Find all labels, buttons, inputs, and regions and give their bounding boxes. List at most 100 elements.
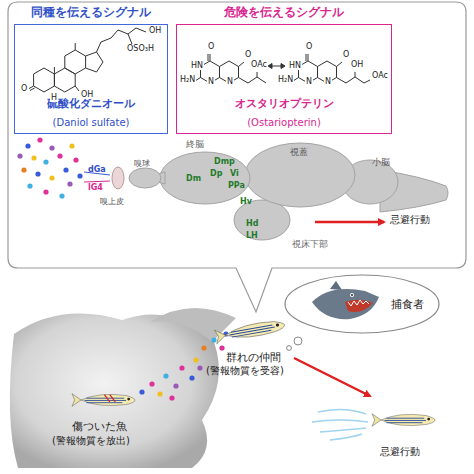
odor-dots <box>219 345 224 350</box>
odor-dots <box>43 189 48 194</box>
steroid-structure <box>54 67 55 74</box>
name-line: (Ostariopterin) <box>177 111 391 130</box>
injured-fish <box>72 394 135 407</box>
atom-label: O <box>207 43 215 51</box>
water-streaks <box>320 428 366 432</box>
shark-icon <box>312 289 379 319</box>
compound-english-name: (Ostariopterin) <box>247 117 321 129</box>
shark-icon <box>330 281 342 290</box>
odor-dots <box>189 375 194 380</box>
brain-region-label: dGa <box>88 166 106 174</box>
steroid-structure <box>29 28 146 92</box>
behavior-label: 忌避行動 <box>380 447 420 458</box>
thought-bubble-dot <box>287 346 292 351</box>
brain-region-label: 終脳 <box>186 140 204 149</box>
odor-dots <box>43 159 48 164</box>
resonance-arrow <box>268 64 272 69</box>
odor-dots <box>169 395 174 400</box>
thought-bubble: 捕食者 <box>284 274 440 334</box>
steroid-structure <box>65 50 86 74</box>
fish-label: (警報物質を放出) <box>52 436 130 447</box>
brain-region-label: 嗅上皮 <box>100 198 124 206</box>
name-line: (Daniol sulfate) <box>15 111 167 130</box>
odor-dots <box>139 389 144 394</box>
steroid-structure <box>86 52 103 72</box>
resonance-arrow <box>271 66 282 67</box>
brain-illustration <box>160 152 250 204</box>
odor-dots <box>163 373 168 378</box>
brain-illustration <box>245 143 355 207</box>
odor-dots <box>37 137 42 142</box>
shark-icon <box>350 293 354 297</box>
fish-label: (警報物質を受容) <box>206 366 284 377</box>
thought-bubble-dot <box>294 337 302 345</box>
pterin-structure <box>257 72 258 77</box>
bubble-outline <box>285 275 439 333</box>
atom-label: H₂N <box>179 76 196 84</box>
atom-label: O <box>244 51 252 59</box>
bubble-label: 捕食者 <box>391 297 424 312</box>
shark-icon <box>348 300 369 306</box>
steroid-structure <box>75 86 79 91</box>
brain-region-label: 視床下部 <box>292 240 328 249</box>
compound-name: オスタリオプテリン <box>235 97 334 110</box>
water-streaks <box>312 420 368 422</box>
steroid-structure <box>128 34 132 44</box>
atom-label: O <box>20 85 28 93</box>
water-streaks <box>312 409 368 440</box>
resonance-arrow <box>268 64 285 69</box>
pterin-structure <box>306 54 307 61</box>
atom-label: OH <box>350 61 364 69</box>
odor-dots <box>49 175 54 180</box>
brain-illustration <box>112 167 124 189</box>
nucleus-label: Vi <box>230 170 239 178</box>
atom-label: N <box>324 78 332 86</box>
odor-dots <box>73 157 78 162</box>
brain-region-label: lG4 <box>88 184 103 192</box>
brain-illustration <box>129 168 161 188</box>
pterin-structure <box>355 72 356 77</box>
pterin-structure <box>337 62 343 67</box>
atom-label: OAc <box>250 61 268 69</box>
pterin-structure <box>239 77 267 83</box>
atom-label: H₂N <box>277 76 294 84</box>
injured-fish <box>104 395 115 402</box>
nucleus-label: Dm <box>186 175 201 183</box>
odor-dots <box>197 365 202 370</box>
atom-label: O <box>305 43 313 51</box>
atom-label: N <box>226 78 234 86</box>
odor-dots <box>57 153 62 158</box>
atom-label: OSO₃H <box>126 45 155 53</box>
nucleus-label: Dmp <box>214 158 235 166</box>
shark-icon <box>345 300 373 312</box>
atom-label: O <box>342 51 350 59</box>
water-streaks <box>330 434 362 440</box>
resonance-arrow <box>281 64 285 69</box>
atom-label: OH <box>80 91 94 99</box>
atom-label: OH <box>148 27 162 35</box>
pterin-structure <box>337 77 371 83</box>
odor-dots <box>77 173 82 178</box>
water-streaks <box>318 409 366 414</box>
odor-dots <box>149 381 154 386</box>
odor-dots <box>31 155 36 160</box>
nucleus-label: PPa <box>228 182 245 190</box>
steroid-structure <box>54 68 75 92</box>
fish-label: 群れの仲間 <box>226 352 281 364</box>
atom-label: HN <box>190 62 204 70</box>
steroid-structure <box>29 86 34 89</box>
school-fish <box>214 318 285 344</box>
rock-shelter <box>10 314 219 468</box>
pterin-structure <box>239 62 245 67</box>
escaping-fish <box>372 414 435 427</box>
odor-dots <box>17 137 82 198</box>
atom-label: N <box>305 78 313 86</box>
odor-dots <box>17 153 22 158</box>
escaping-fish <box>372 414 435 427</box>
pterin-structure <box>210 54 211 61</box>
odor-dots <box>21 167 26 172</box>
compound-english-name: (Daniol sulfate) <box>53 117 130 129</box>
odor-dots <box>201 345 206 350</box>
